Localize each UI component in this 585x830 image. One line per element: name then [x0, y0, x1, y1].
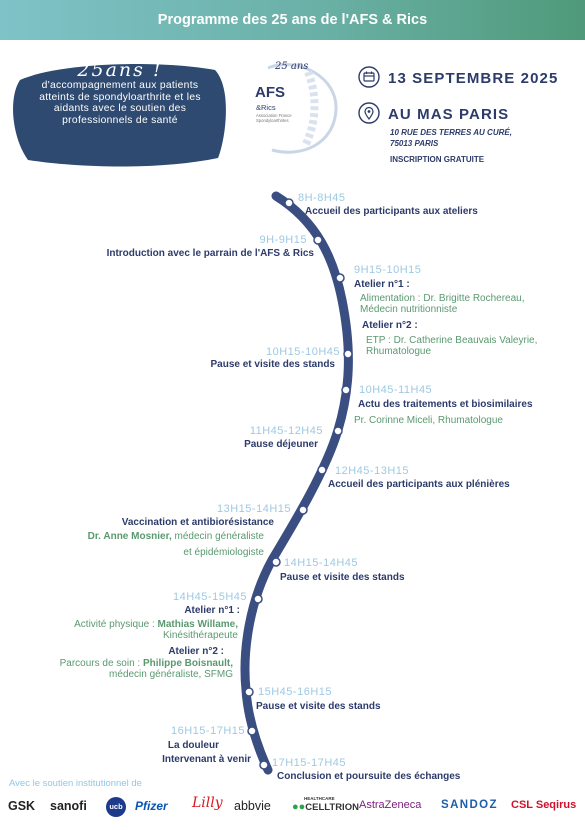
workshop-1-detail-line1: Alimentation : Dr. Brigitte Rochereau,: [360, 293, 525, 304]
schedule-speaker-5: Pr. Corinne Miceli, Rhumatologue: [354, 415, 503, 426]
schedule-time-6: 11H45-12H45: [249, 425, 323, 437]
schedule-title-11: Pause et visite des stands: [256, 701, 381, 712]
workshop-1-label: Atelier n°1 :: [354, 279, 410, 290]
workshop-4-role: médecin généraliste, SFMG: [109, 669, 233, 680]
timeline-dot-4: [343, 349, 353, 359]
sponsor-logo-celltrion: HEALTHCARE ●●CELLTRION: [292, 796, 359, 813]
schedule-title-2: Introduction avec le parrain de l'AFS & …: [106, 248, 314, 259]
workshop-4-label: Atelier n°2 :: [168, 646, 224, 657]
timeline-dot-7: [317, 465, 327, 475]
sponsor-logo-csl-seqirus: CSL Seqirus: [511, 799, 577, 811]
workshop-3-topic: Activité physique :: [74, 619, 158, 630]
logo-name: AFS: [255, 84, 285, 101]
schedule-time-7: 12H45-13H15: [335, 465, 409, 477]
schedule-title-6: Pause déjeuner: [244, 439, 318, 450]
schedule-time-5: 10H45-11H45: [359, 384, 433, 396]
schedule-time-9: 14H15-14H45: [284, 557, 358, 569]
event-date: 13 SEPTEMBRE 2025: [388, 70, 559, 87]
schedule-time-4: 10H15-10H45: [266, 346, 340, 358]
logo-tagline: Association France Spondyloarthrites: [256, 113, 292, 123]
workshop-1-detail: Alimentation : Dr. Brigitte Rochereau, M…: [360, 293, 525, 315]
sponsor-logo-abbvie: abbvie: [234, 799, 271, 813]
speaker-name-8: Dr. Anne Mosnier,: [87, 531, 172, 542]
event-venue: AU MAS PARIS: [388, 106, 510, 123]
schedule-time-10: 14H45-15H45: [173, 591, 247, 603]
sponsor-logo-astrazeneca: AstraZeneca: [359, 799, 422, 811]
workshop-2-detail-line2: Rhumatologue: [366, 346, 432, 357]
schedule-time-1: 8H-8H45: [298, 192, 346, 204]
schedule-title-1: Accueil des participants aux ateliers: [305, 206, 478, 217]
schedule-speaker-8: Dr. Anne Mosnier, médecin généraliste: [88, 531, 264, 542]
support-label: Avec le soutien institutionnel de: [9, 778, 142, 789]
workshop-3-role: Kinésithérapeute: [162, 630, 238, 641]
event-address-line2: 75013 PARIS: [390, 139, 439, 148]
workshop-3-detail: Activité physique : Mathias Willame, Kin…: [74, 619, 238, 641]
workshop-1-detail-line2: Médecin nutritionniste: [360, 304, 458, 315]
intro-description: d'accompagnement aux patients atteints d…: [39, 80, 201, 126]
calendar-icon: [358, 66, 380, 88]
timeline-dot-9: [271, 557, 281, 567]
event-address-line1: 10 RUE DES TERRES AU CURÉ,: [390, 128, 512, 137]
workshop-2-detail: ETP : Dr. Catherine Beauvais Valeyrie, R…: [366, 335, 537, 357]
celltrion-top-text: HEALTHCARE: [304, 796, 335, 801]
workshop-4-topic: Parcours de soin :: [59, 658, 143, 669]
timeline-dot-10: [253, 594, 263, 604]
timeline-dot-1: [284, 198, 294, 208]
sponsor-logo-sanofi: sanofi: [50, 799, 87, 813]
afs-rics-logo: [267, 63, 338, 154]
timeline-dot-11: [244, 687, 254, 697]
schedule-time-3: 9H15-10H15: [354, 264, 422, 276]
speaker-role-5: Rhumatologue: [435, 415, 503, 426]
workshop-2-label: Atelier n°2 :: [362, 320, 418, 331]
workshop-3-label: Atelier n°1 :: [184, 605, 240, 616]
workshop-4-detail: Parcours de soin : Philippe Boisnault, m…: [60, 658, 233, 680]
speaker-role-8: médecin généraliste: [171, 531, 264, 542]
event-registration-note: INSCRIPTION GRATUITE: [390, 155, 485, 164]
schedule-subtitle-12: Intervenant à venir: [162, 754, 251, 765]
timeline-dot-8: [298, 505, 308, 515]
speaker-role-8b: et épidémiologiste: [183, 547, 264, 558]
schedule-time-12: 16H15-17H15: [171, 725, 245, 737]
speaker-name-5: Pr. Corinne Miceli,: [354, 415, 436, 426]
celltrion-name: CELLTRION: [305, 802, 359, 813]
workshop-2-detail-line1: ETP : Dr. Catherine Beauvais Valeyrie,: [366, 335, 538, 346]
timeline-dot-2: [313, 235, 323, 245]
logo-subname: &Rics: [256, 103, 276, 112]
schedule-title-4: Pause et visite des stands: [210, 359, 335, 370]
event-address: 10 RUE DES TERRES AU CURÉ, 75013 PARIS: [390, 127, 512, 149]
timeline-dot-12: [247, 726, 257, 736]
workshop-3-speaker: Mathias Willame,: [157, 619, 239, 630]
sponsor-logo-ucb: ucb: [106, 797, 126, 817]
sponsor-logo-lilly: Lilly: [192, 795, 223, 811]
sponsor-logo-gsk: GSK: [8, 799, 36, 813]
timeline-dot-13: [259, 760, 269, 770]
sponsor-logo-pfizer: Pfizer: [135, 799, 168, 813]
schedule-title-13: Conclusion et poursuite des échanges: [277, 771, 461, 782]
intro-blob-shape: [13, 64, 226, 167]
schedule-time-2: 9H-9H15: [259, 234, 307, 246]
intro-title: 25ans !: [77, 59, 163, 81]
celltrion-dots-icon: ●●: [292, 801, 306, 813]
schedule-time-11: 15H45-16H15: [258, 686, 332, 698]
schedule-title-12: La douleur: [167, 740, 219, 751]
schedule-time-8: 13H15-14H15: [217, 503, 291, 515]
schedule-title-7: Accueil des participants aux plénières: [328, 479, 510, 490]
schedule-title-5: Actu des traitements et biosimilaires: [358, 399, 533, 410]
workshop-4-speaker: Philippe Boisnault,: [142, 658, 233, 669]
logo-years: 25 ans: [275, 61, 309, 72]
timeline-dot-5: [341, 385, 351, 395]
schedule-title-9: Pause et visite des stands: [280, 572, 405, 583]
timeline-dot-3: [335, 273, 345, 283]
location-pin-icon: [358, 102, 380, 124]
page-title: Programme des 25 ans de l'AFS & Rics: [157, 12, 428, 28]
timeline-dot-6: [333, 426, 343, 436]
intro-text-block: 25ans ! d'accompagnement aux patients at…: [24, 60, 216, 126]
page-title-banner: Programme des 25 ans de l'AFS & Rics: [0, 0, 585, 40]
sponsor-logo-sandoz: SANDOZ: [441, 799, 498, 811]
schedule-title-8: Vaccination et antibiorésistance: [121, 517, 274, 528]
schedule-time-13: 17H15-17H45: [272, 757, 346, 769]
